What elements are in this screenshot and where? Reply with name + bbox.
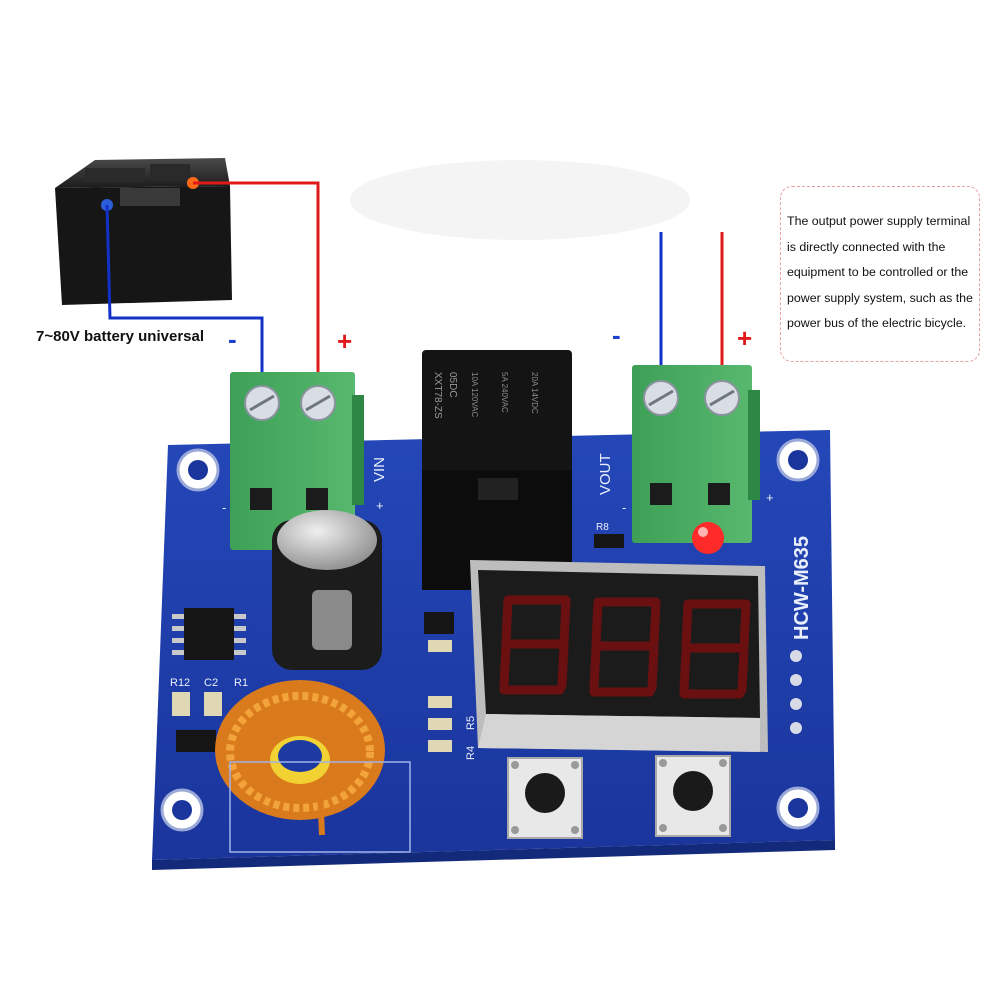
svg-text:+: + <box>766 490 774 505</box>
ic-chip <box>172 608 246 660</box>
button-right[interactable] <box>655 755 731 837</box>
mounting-hole-icon <box>160 438 820 832</box>
relay-marking-4: 5A 240VAC <box>500 372 509 413</box>
digit-1 <box>499 595 571 695</box>
red-led-icon <box>692 522 724 554</box>
input-plus-sign: + <box>337 326 353 356</box>
output-plus-sign: + <box>737 323 753 353</box>
output-terminal-block <box>632 365 760 543</box>
input-negative-wire <box>105 204 264 395</box>
vin-label: VIN <box>371 457 388 482</box>
input-terminal-block <box>230 372 364 550</box>
svg-text:-: - <box>222 500 226 515</box>
output-terminal-callout: The output power supply terminal is dire… <box>780 186 980 362</box>
relay-marking-3: 10A 120VAC <box>470 372 479 417</box>
output-minus-sign: - <box>612 320 621 350</box>
label-r12: R12 <box>170 677 190 689</box>
header-pins <box>790 650 802 734</box>
input-minus-sign: - <box>228 324 237 354</box>
digit-3 <box>679 599 751 699</box>
board-model-label: HCW-M635 <box>791 536 813 640</box>
button-left[interactable] <box>507 757 583 839</box>
relay-marking-5: 20A 14VDC <box>530 372 539 414</box>
label-r4: R4 <box>465 746 477 760</box>
vout-label: VOUT <box>597 453 614 495</box>
battery-illustration <box>55 158 232 305</box>
transistor <box>424 612 454 634</box>
seven-segment-display <box>470 560 768 752</box>
svg-text:-: - <box>622 500 626 515</box>
electrolytic-capacitor <box>272 510 382 670</box>
relay: XXT78-ZS 05DC 10A 120VAC 5A 240VAC 20A 1… <box>422 350 572 590</box>
digit-2 <box>589 597 661 697</box>
svg-text:+: + <box>376 498 384 513</box>
background-shadow <box>350 160 690 240</box>
battery-voltage-label: 7~80V battery universal <box>36 328 205 345</box>
input-positive-wire <box>193 181 320 395</box>
label-r1: R1 <box>234 677 248 689</box>
label-r8: R8 <box>596 522 609 533</box>
relay-marking-1: XXT78-ZS <box>432 372 443 419</box>
toroid-inductor <box>215 680 385 836</box>
label-r5: R5 <box>465 716 477 730</box>
label-c2: C2 <box>204 677 218 689</box>
relay-marking-2: 05DC <box>447 372 458 398</box>
callout-text: The output power supply terminal is dire… <box>787 214 973 330</box>
